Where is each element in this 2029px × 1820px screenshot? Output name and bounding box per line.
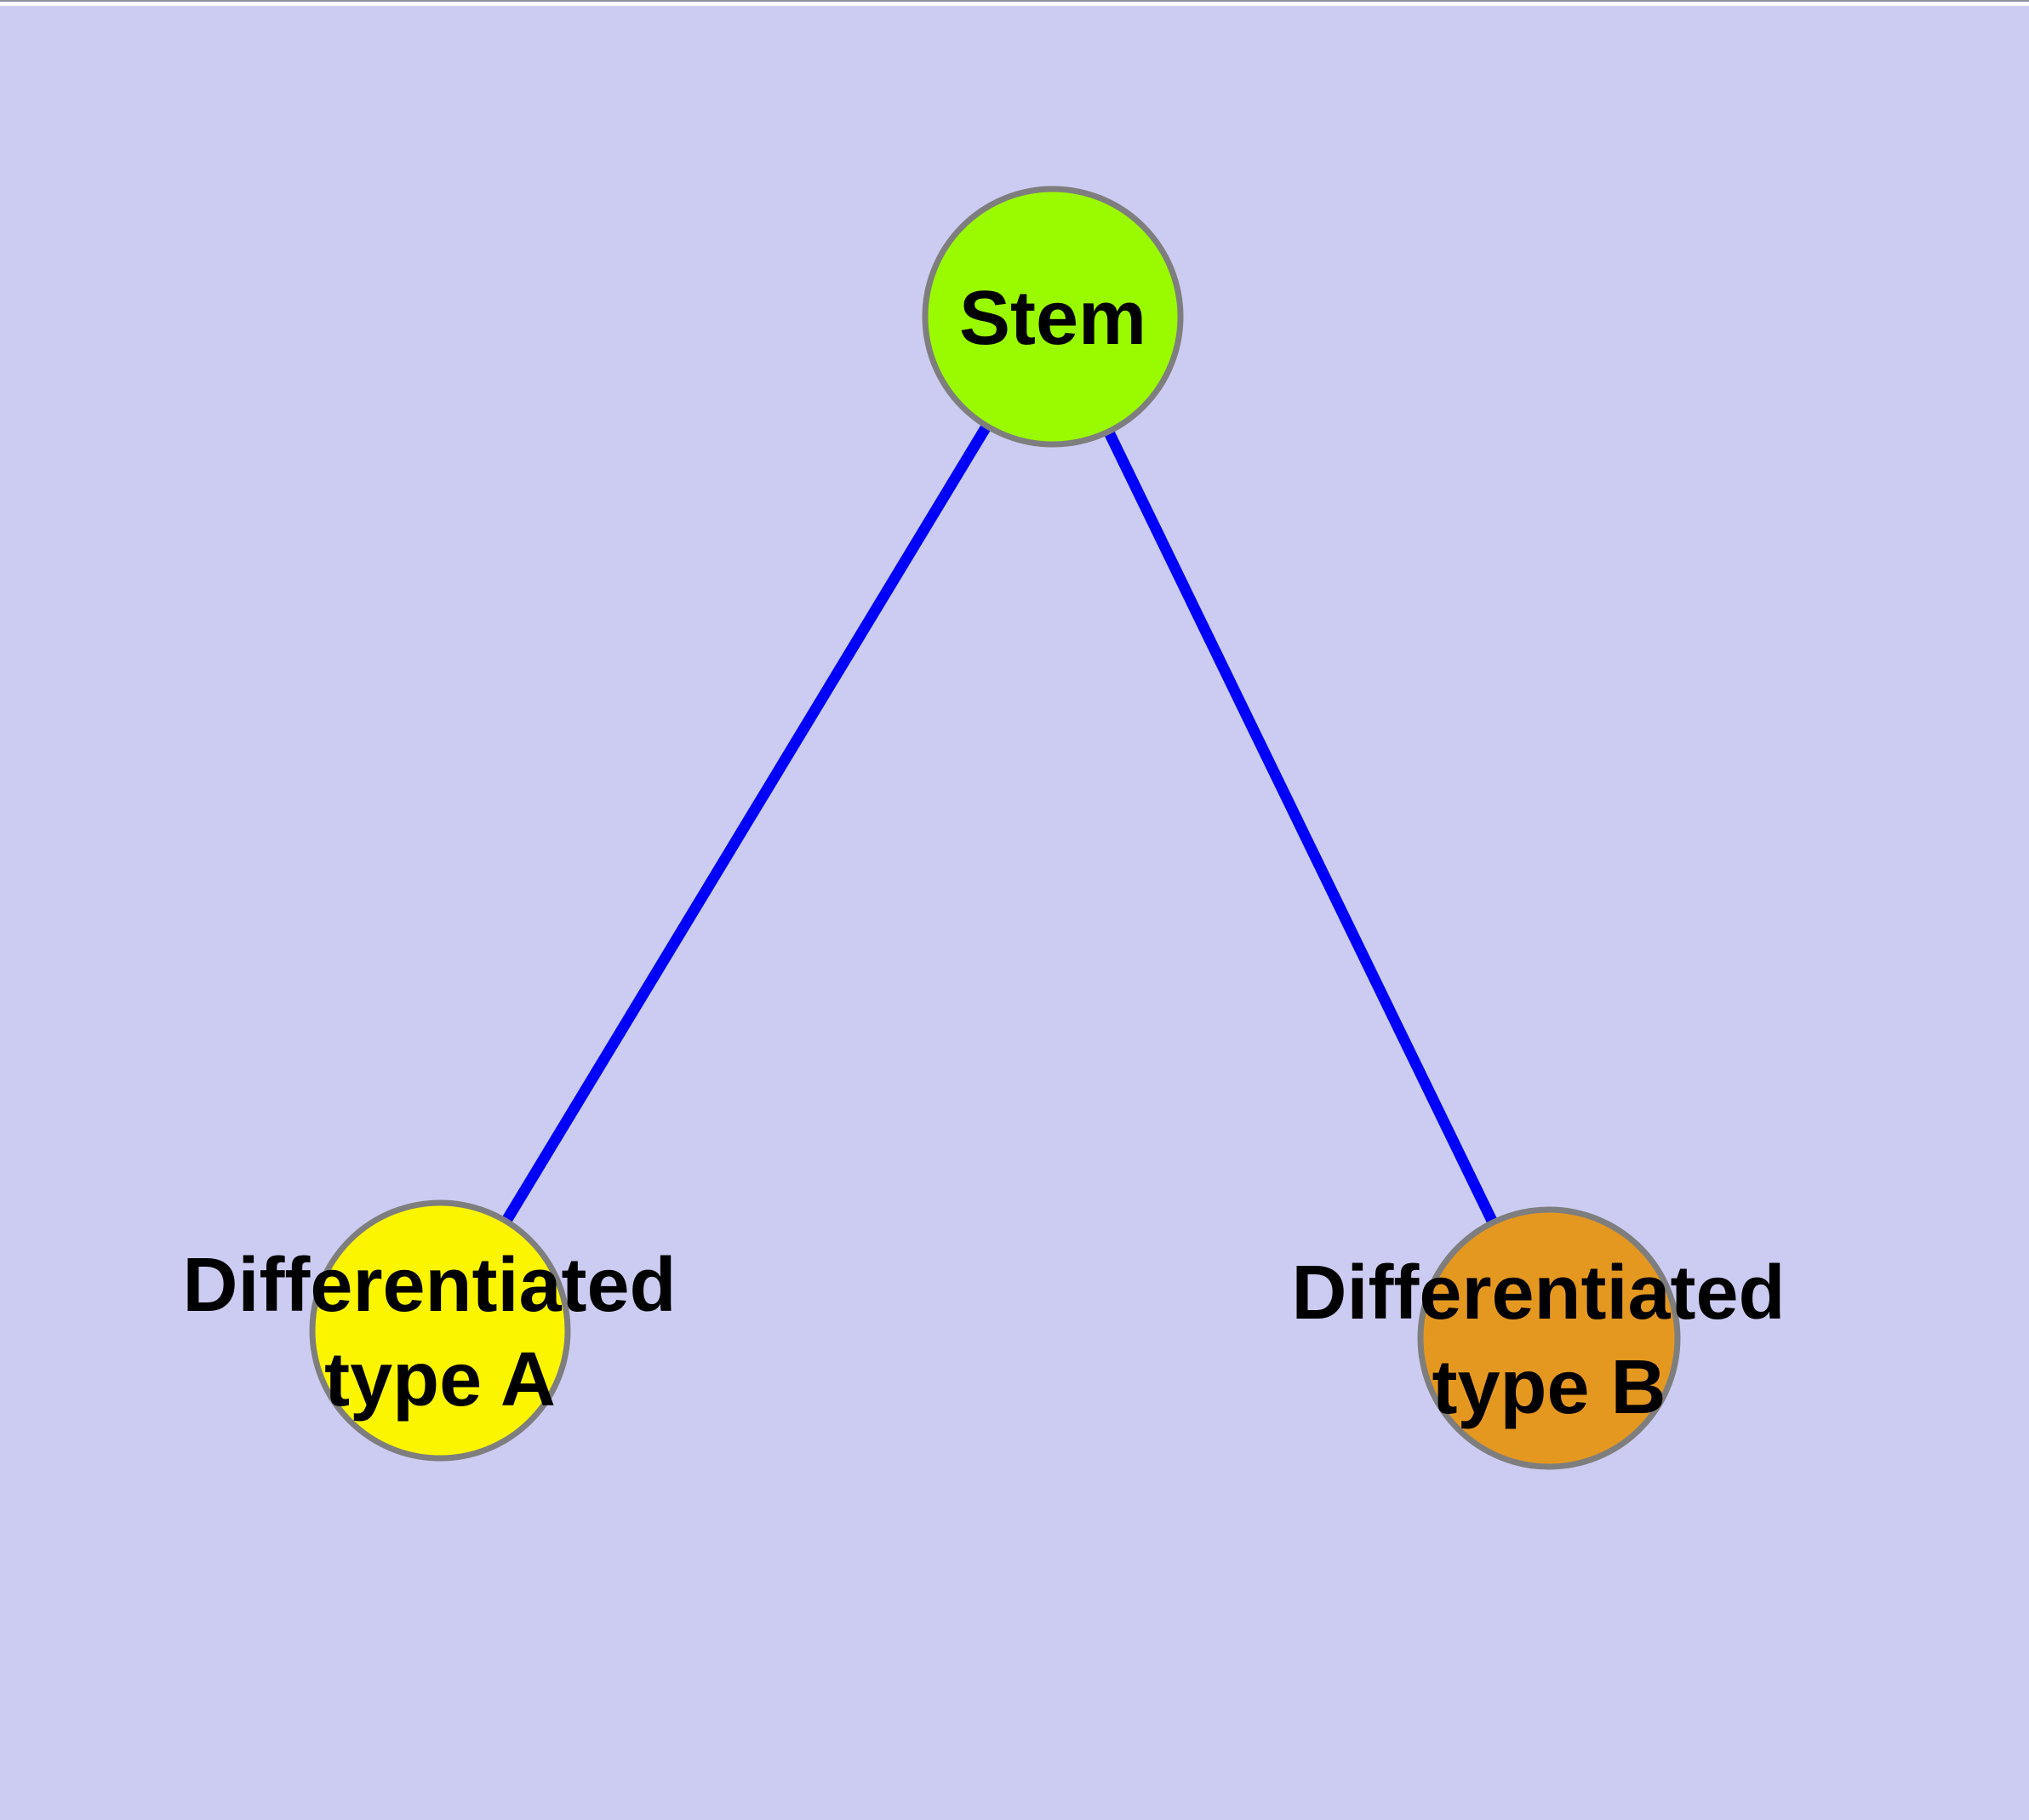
edge-stem-to-type-a — [435, 313, 1058, 1334]
node-label-type-a-line-1: Differentiated — [182, 1243, 676, 1328]
node-label-type-a: Differentiated type A — [182, 1243, 697, 1422]
edge-stem-to-type-b — [1048, 314, 1554, 1341]
node-label-type-b-line-2: type B — [1432, 1345, 1666, 1430]
node-stem — [922, 186, 1184, 448]
window-top-hairline — [0, 0, 2029, 2]
window-top-strip — [0, 2, 2029, 6]
node-label-type-a-line-2: type A — [324, 1337, 556, 1422]
node-differentiated-type-b — [1417, 1206, 1681, 1470]
node-label-type-b-line-1: Differentiated — [1291, 1251, 1785, 1336]
node-label-type-b: Differentiated type B — [1291, 1251, 1806, 1430]
node-label-stem: Stem — [959, 276, 1146, 361]
node-differentiated-type-a — [309, 1199, 571, 1462]
